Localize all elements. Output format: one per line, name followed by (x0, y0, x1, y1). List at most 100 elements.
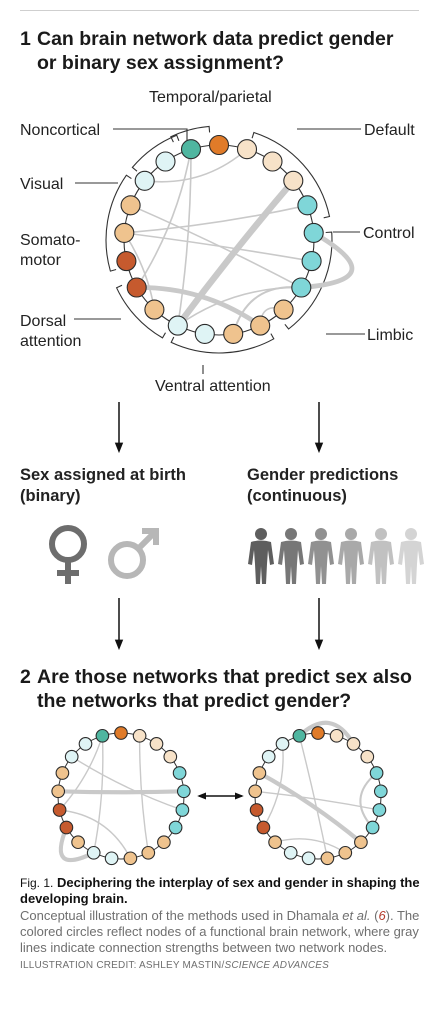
person-figure-icon (368, 528, 394, 584)
network-node (248, 784, 263, 799)
network-node (172, 766, 187, 780)
network-node (114, 726, 128, 740)
female-symbol-icon (49, 525, 87, 584)
network-node (320, 851, 335, 866)
network-node (123, 851, 138, 866)
label-dorsal-attention: Dorsal attention (20, 313, 82, 350)
network-node (180, 139, 202, 160)
label-somatomotor: Somato- motor (20, 232, 81, 269)
small-network-diagram-left (51, 726, 191, 866)
caption-fig-number: Fig. 1. (20, 876, 54, 890)
leader-line (113, 128, 188, 141)
network-node (120, 195, 141, 216)
caption-body-c: ). The colored circles reflect nodes of … (20, 908, 420, 955)
connection-line (297, 720, 356, 746)
network-node (346, 737, 361, 751)
network-node (176, 784, 191, 799)
label-default: Default (364, 122, 415, 139)
network-node (262, 151, 283, 172)
network-node (360, 749, 375, 764)
network-node (149, 737, 164, 751)
network-node (249, 803, 264, 817)
network-node (155, 151, 176, 172)
figure-caption: Fig. 1. Deciphering the interplay of sex… (20, 875, 422, 974)
section-1-heading: 1 Can brain network data predict gender … (20, 27, 415, 75)
network-nodes (51, 726, 191, 866)
caption-credit: ILLUSTRATION CREDIT: ASHLEY MASTIN/SCIEN… (20, 960, 329, 971)
connection-line (177, 148, 192, 327)
person-figure-icon (248, 528, 274, 584)
connection-line (298, 230, 355, 290)
caption-et-al: et al. (342, 908, 371, 923)
network-nodes (114, 134, 324, 344)
network-node (175, 803, 190, 817)
caption-title: Fig. 1. Deciphering the interplay of sex… (20, 875, 422, 907)
section-1-number: 1 (20, 28, 31, 50)
caption-body-b: ( (370, 908, 379, 923)
connection-line (138, 735, 149, 854)
network-node (297, 195, 318, 216)
network-node (167, 315, 188, 336)
network-node (132, 728, 147, 743)
male-symbol-icon (108, 528, 159, 579)
network-node (292, 728, 307, 743)
connection-line (58, 735, 104, 811)
connection-line (135, 148, 192, 289)
network-node (301, 251, 322, 272)
network-node (273, 299, 294, 320)
network-node (126, 277, 147, 298)
network-node (157, 835, 171, 850)
connection-line (143, 148, 248, 183)
network-node (365, 820, 380, 835)
network-node (256, 820, 271, 835)
caption-title-text: Deciphering the interplay of sex and gen… (20, 875, 420, 906)
network-bracket (170, 125, 211, 143)
connection-line (257, 770, 363, 845)
small-network-diagram-right (248, 720, 388, 866)
network-bracket (105, 174, 132, 272)
network-node (71, 835, 85, 850)
network-node (223, 323, 244, 344)
network-node (301, 851, 316, 866)
network-node (163, 749, 178, 764)
network-node (283, 170, 304, 191)
network-bracket (251, 131, 331, 219)
network-bracket (115, 284, 166, 339)
connection-line (274, 838, 346, 854)
network-node (52, 803, 67, 817)
network-node (283, 845, 298, 860)
caption-reference-link[interactable]: 6 (378, 908, 386, 923)
gender-predictions-label: Gender predictions (continuous) (247, 466, 399, 505)
person-figure-icon (398, 528, 424, 584)
sex-assigned-label: Sex assigned at birth (binary) (20, 466, 186, 505)
label-temporal-parietal: Temporal/parietal (149, 89, 272, 106)
network-node (372, 803, 387, 817)
connection-line (123, 204, 309, 234)
label-leader-lines (74, 128, 365, 374)
network-bracket (131, 134, 180, 172)
label-visual: Visual (20, 176, 64, 193)
person-figure-icon (278, 528, 304, 584)
network-node (86, 845, 101, 860)
network-nodes (248, 726, 388, 866)
network-node (64, 749, 79, 764)
network-node (275, 737, 290, 751)
label-control: Control (363, 225, 415, 242)
connection-line (58, 825, 96, 863)
person-figure-icon (308, 528, 334, 584)
network-node (95, 728, 110, 743)
network-node (338, 845, 353, 860)
network-node (59, 820, 74, 835)
section-2-title: Are those networks that predict sex also… (37, 666, 412, 712)
label-noncortical: Noncortical (20, 122, 101, 139)
network-node (168, 820, 183, 835)
connection-line (232, 286, 303, 335)
label-limbic: Limbic (367, 327, 414, 344)
network-node (114, 222, 135, 243)
network-node (311, 726, 325, 740)
caption-body: Conceptual illustration of the methods u… (20, 908, 422, 974)
connection-lines (56, 735, 186, 863)
network-node (55, 766, 70, 780)
caption-credit-a: ILLUSTRATION CREDIT: ASHLEY MASTIN/ (20, 960, 225, 971)
